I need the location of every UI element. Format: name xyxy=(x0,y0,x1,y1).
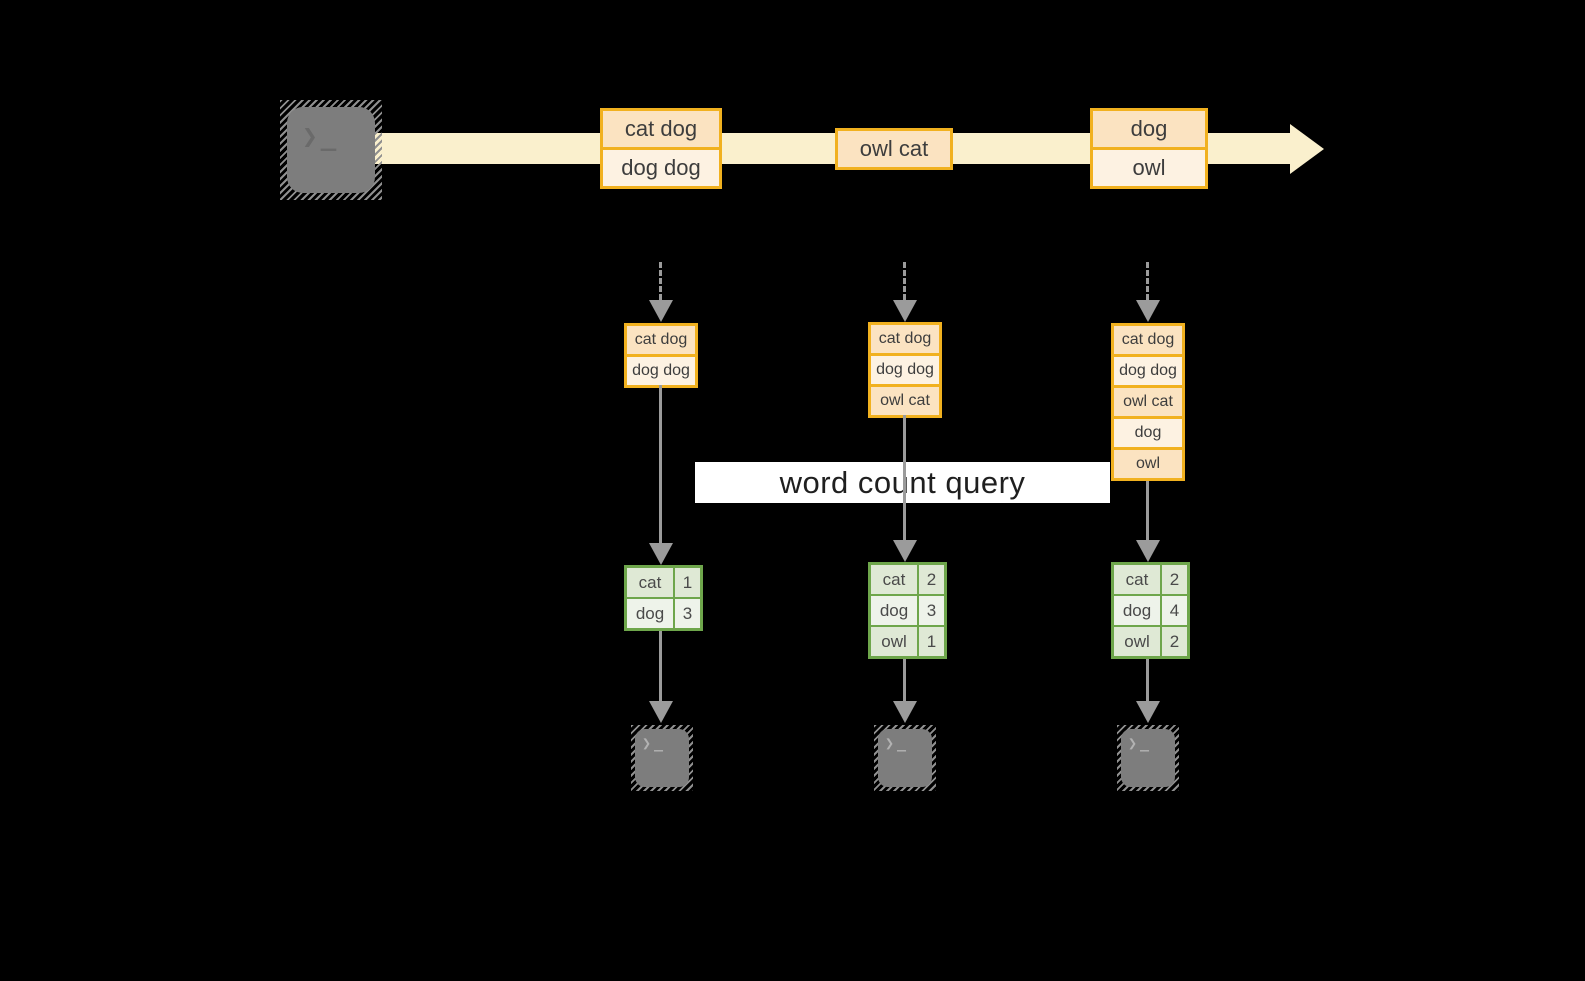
record-row: owl cat xyxy=(838,131,950,167)
arrowhead-icon xyxy=(1136,540,1160,562)
count-cell: 2 xyxy=(919,565,944,594)
arrowhead-icon xyxy=(893,540,917,562)
state-buffer-box-2: cat dog dog dog owl cat xyxy=(868,322,942,418)
state-row: owl cat xyxy=(1114,385,1182,416)
state-row: dog dog xyxy=(1114,354,1182,385)
word-cell: cat xyxy=(1114,565,1160,594)
arrowhead-icon xyxy=(1136,701,1160,723)
terminal-screen xyxy=(1121,729,1175,787)
state-row: cat dog xyxy=(627,326,695,354)
state-row: dog dog xyxy=(871,353,939,384)
table-row: cat 1 xyxy=(627,568,700,597)
word-cell: cat xyxy=(871,565,917,594)
terminal-prompt-icon: ❯_ xyxy=(1128,734,1153,752)
arrowhead-icon xyxy=(1136,300,1160,322)
word-cell: cat xyxy=(627,568,673,597)
query-label-band: word count query xyxy=(695,462,1110,503)
count-cell: 1 xyxy=(675,568,700,597)
word-cell: owl xyxy=(871,627,917,656)
terminal-screen xyxy=(287,107,375,193)
record-row: dog xyxy=(1093,111,1205,147)
sink-terminal-icon: ❯_ xyxy=(1117,725,1179,791)
stream-record-box-1: cat dog dog dog xyxy=(600,108,722,189)
record-row: dog dog xyxy=(603,147,719,186)
word-cell: dog xyxy=(627,599,673,628)
state-row: dog dog xyxy=(627,354,695,385)
stream-record-box-2: owl cat xyxy=(835,128,953,170)
table-row: dog 3 xyxy=(627,599,700,628)
stream-to-state-arrow xyxy=(903,262,906,300)
word-count-table-3: cat 2 dog 4 owl 2 xyxy=(1111,562,1190,659)
table-row: cat 2 xyxy=(871,565,944,594)
stream-record-box-3: dog owl xyxy=(1090,108,1208,189)
arrowhead-icon xyxy=(893,300,917,322)
table-to-sink-arrow xyxy=(1146,658,1149,701)
terminal-prompt-icon: ❯_ xyxy=(642,734,667,752)
table-row: owl 2 xyxy=(1114,627,1187,656)
arrowhead-icon xyxy=(893,701,917,723)
state-to-table-arrow xyxy=(659,385,662,543)
word-count-table-2: cat 2 dog 3 owl 1 xyxy=(868,562,947,659)
word-cell: owl xyxy=(1114,627,1160,656)
state-row: owl cat xyxy=(871,384,939,415)
table-row: cat 2 xyxy=(1114,565,1187,594)
word-cell: dog xyxy=(871,596,917,625)
count-cell: 2 xyxy=(1162,627,1187,656)
arrowhead-icon xyxy=(649,701,673,723)
state-row: cat dog xyxy=(1114,326,1182,354)
state-buffer-box-3: cat dog dog dog owl cat dog owl xyxy=(1111,323,1185,481)
sink-terminal-icon: ❯_ xyxy=(874,725,936,791)
table-to-sink-arrow xyxy=(659,630,662,701)
record-row: cat dog xyxy=(603,111,719,147)
source-terminal-icon: ❯_ xyxy=(280,100,382,200)
state-buffer-box-1: cat dog dog dog xyxy=(624,323,698,388)
sink-terminal-icon: ❯_ xyxy=(631,725,693,791)
arrowhead-icon xyxy=(649,543,673,565)
count-cell: 2 xyxy=(1162,565,1187,594)
arrowhead-icon xyxy=(649,300,673,322)
table-to-sink-arrow xyxy=(903,658,906,701)
record-row: owl xyxy=(1093,147,1205,186)
count-cell: 3 xyxy=(675,599,700,628)
table-row: owl 1 xyxy=(871,627,944,656)
stream-to-state-arrow xyxy=(659,262,662,300)
count-cell: 1 xyxy=(919,627,944,656)
terminal-prompt-icon: ❯_ xyxy=(885,734,910,752)
count-cell: 4 xyxy=(1162,596,1187,625)
query-label: word count query xyxy=(779,464,1026,500)
table-row: dog 4 xyxy=(1114,596,1187,625)
stream-arrowhead-icon xyxy=(1290,124,1324,174)
stream-to-state-arrow xyxy=(1146,262,1149,300)
word-count-table-1: cat 1 dog 3 xyxy=(624,565,703,631)
terminal-screen xyxy=(878,729,932,787)
state-to-table-arrow xyxy=(903,415,906,540)
state-row: owl xyxy=(1114,447,1182,478)
word-cell: dog xyxy=(1114,596,1160,625)
table-row: dog 3 xyxy=(871,596,944,625)
count-cell: 3 xyxy=(919,596,944,625)
state-to-table-arrow xyxy=(1146,478,1149,540)
state-row: cat dog xyxy=(871,325,939,353)
terminal-prompt-icon: ❯_ xyxy=(302,122,340,152)
terminal-screen xyxy=(635,729,689,787)
state-row: dog xyxy=(1114,416,1182,447)
